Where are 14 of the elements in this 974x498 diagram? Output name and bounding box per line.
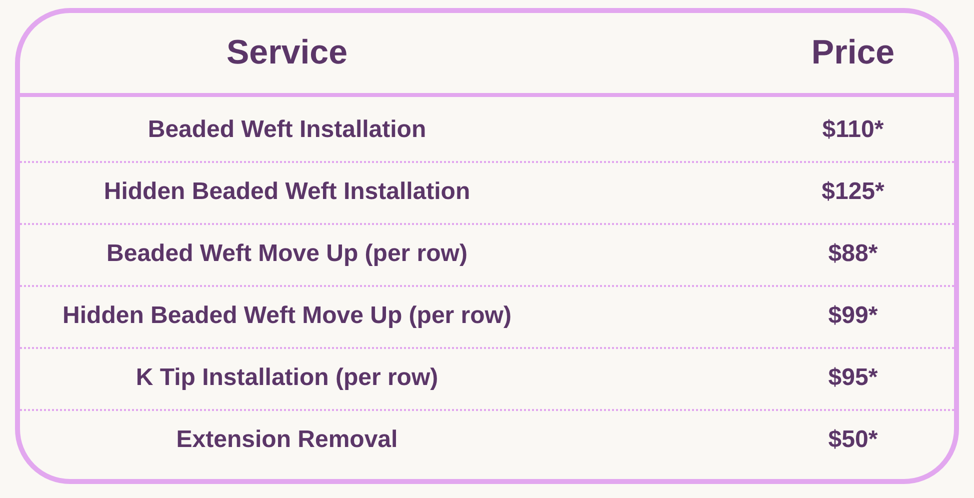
service-name: Beaded Weft Installation	[148, 116, 426, 144]
service-name: K Tip Installation (per row)	[136, 364, 438, 392]
service-name: Hidden Beaded Weft Installation	[104, 178, 470, 206]
price: $99*	[828, 302, 878, 330]
service-name: Extension Removal	[176, 426, 398, 454]
price: $110*	[822, 116, 884, 144]
service-name: Beaded Weft Move Up (per row)	[106, 240, 468, 268]
price: $88*	[828, 240, 878, 268]
column-header: Service	[226, 34, 348, 72]
column-header: Price	[811, 34, 895, 72]
price: $125*	[822, 178, 884, 206]
price: $50*	[828, 426, 878, 454]
price: $95*	[828, 364, 878, 392]
service-name: Hidden Beaded Weft Move Up (per row)	[62, 302, 512, 330]
